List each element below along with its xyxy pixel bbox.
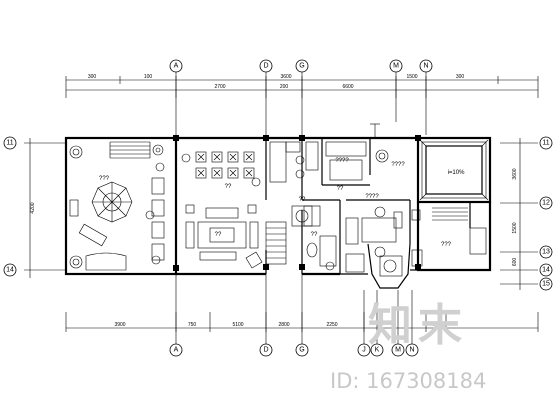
kitchen-area: ????	[269, 141, 367, 183]
dim-top-4: 1500	[406, 74, 417, 80]
dim-bottom-1: 3900	[114, 322, 125, 328]
room-label-living: ??	[215, 232, 222, 238]
grid-bottom-j: J	[362, 347, 366, 354]
dim-bottom-3: 5100	[232, 322, 243, 328]
right-block: i=10% ???	[411, 139, 489, 267]
right-grid-bubbles: 11 12 13 14 15	[539, 136, 553, 291]
grid-right-13: 13	[542, 249, 550, 256]
room-label-terrace: ???	[99, 176, 110, 182]
grid-left-14: 14	[6, 267, 14, 274]
study-area: ???? ????	[345, 123, 405, 277]
terrace-area: ???	[69, 141, 165, 271]
room-label-store: ???	[441, 242, 452, 248]
umbrella-table-icon	[91, 181, 133, 223]
grid-right-11: 11	[542, 140, 549, 147]
terrace-seats	[151, 177, 165, 261]
dim-bottom-5: 2250	[326, 322, 337, 328]
grid-bottom-d: D	[263, 347, 268, 354]
room-label-bath: ??	[337, 186, 344, 192]
dim-top-inner-2: 200	[280, 84, 289, 90]
grid-right-15: 15	[542, 281, 550, 288]
left-grid-bubbles: 11 14	[3, 136, 17, 277]
room-label-pantry: ????	[365, 194, 379, 200]
grid-right-12: 12	[542, 200, 550, 207]
grid-bottom-k: K	[375, 347, 380, 354]
grid-bottom-n: N	[409, 347, 414, 354]
grid-top-m: M	[393, 63, 399, 70]
dining-area: ??	[181, 151, 261, 190]
planter-box	[69, 199, 79, 217]
room-label-kitchen: ????	[335, 158, 349, 164]
dim-right-1: 3600	[512, 168, 518, 179]
grid-top-n: N	[423, 63, 428, 70]
living-room: ??	[185, 204, 263, 269]
lounger-icon	[78, 223, 108, 247]
plant-icon	[69, 255, 83, 269]
dim-left-1: 4200	[30, 202, 36, 213]
grid-right-14: 14	[542, 267, 550, 274]
dim-right-3: 600	[512, 258, 518, 267]
watermark-logo: 知末	[368, 300, 468, 351]
watermark: 知末 ID: 167308184	[330, 300, 486, 393]
dim-top-1: 300	[88, 74, 97, 80]
dim-right-2: 1500	[512, 222, 518, 233]
interior-walls	[175, 138, 471, 274]
right-dimension-lines: 3600 1500 600	[500, 138, 538, 290]
stair: ??	[265, 197, 313, 265]
watermark-id: ID: 167308184	[330, 369, 486, 393]
dim-bottom-2: 750	[188, 322, 197, 328]
bench-icon	[85, 252, 127, 271]
grid-bottom-a: A	[174, 347, 179, 354]
columns	[173, 135, 421, 271]
grid-bottom-g: G	[299, 347, 304, 354]
room-label-master: ????	[391, 162, 405, 168]
grid-top-g: G	[299, 63, 304, 70]
dim-bottom-4: 2800	[278, 322, 289, 328]
top-grid-bubbles: A D G M N	[169, 59, 433, 135]
slope-label: i=10%	[448, 170, 466, 176]
dim-top-2: 100	[144, 74, 153, 80]
grid-top-a: A	[174, 63, 179, 70]
dim-top-3: 3600	[280, 74, 291, 80]
left-dimension-lines: 4200	[24, 138, 66, 278]
grid-bottom-m: M	[395, 347, 401, 354]
dim-top-inner-3: 6600	[342, 84, 353, 90]
room-label-stair: ??	[299, 197, 306, 203]
room-label-dining: ??	[225, 184, 232, 190]
room-label-entry: ??	[311, 232, 318, 238]
plant-icon	[69, 145, 83, 159]
dim-top-5: 300	[456, 74, 465, 80]
grid-left-11: 11	[6, 140, 13, 147]
bathroom: ?? ??	[303, 186, 344, 271]
plant-icon	[152, 144, 164, 156]
grid-top-d: D	[263, 63, 268, 70]
dim-bottom-6: 430	[432, 322, 441, 328]
dim-top-inner-1: 2700	[214, 84, 225, 90]
bottom-grid-bubbles: A D G J K M N	[169, 270, 419, 357]
